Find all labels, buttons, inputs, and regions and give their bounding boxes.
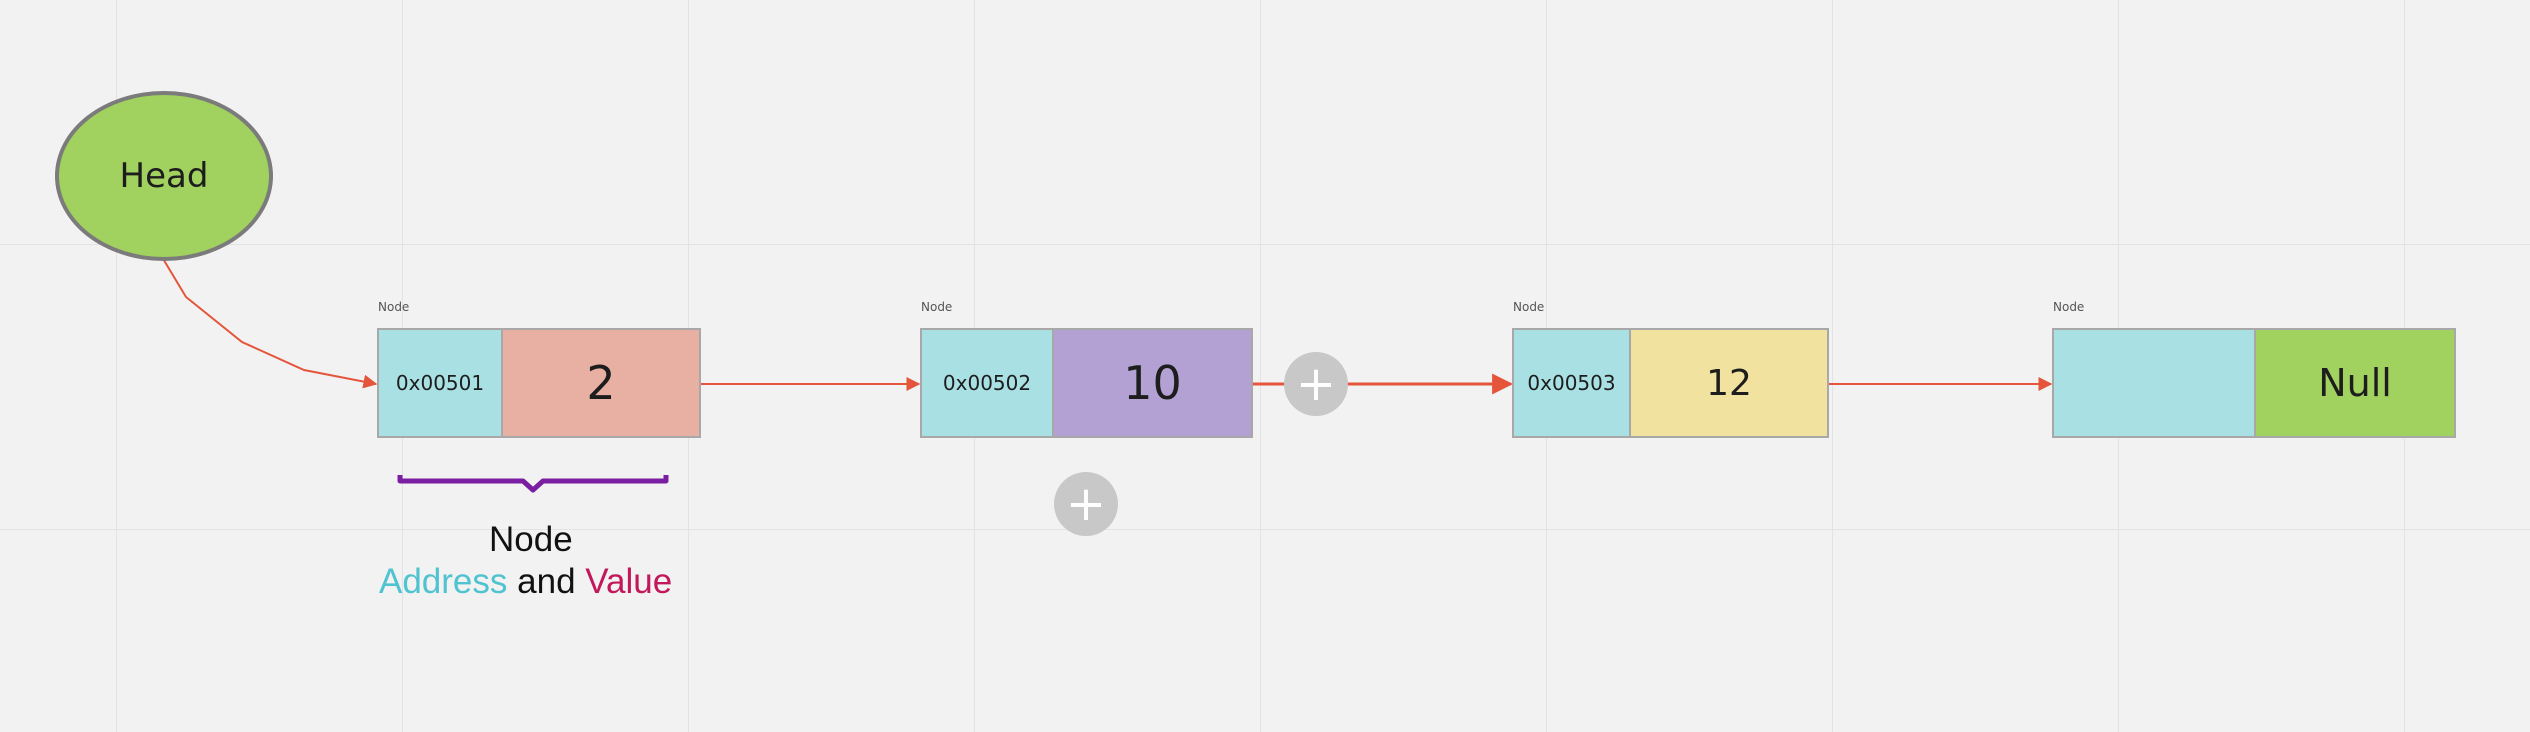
node-address-cell: 0x00503 — [1514, 330, 1631, 436]
node-value-cell: 12 — [1631, 330, 1827, 436]
list-node-2[interactable]: 0x00502 10 — [920, 328, 1253, 438]
legend-subtitle: Address and Value — [379, 562, 672, 602]
node-address-cell: 0x00501 — [379, 330, 503, 436]
node-address-cell — [2054, 330, 2256, 436]
grid-line — [1260, 0, 1261, 732]
legend-connector-word: and — [517, 562, 576, 601]
plus-icon: + — [1065, 476, 1107, 532]
node-caption: Node — [921, 300, 953, 314]
node-caption: Node — [378, 300, 410, 314]
legend-address-word: Address — [379, 562, 508, 601]
node-caption: Node — [1513, 300, 1545, 314]
add-node-button[interactable]: + — [1284, 352, 1348, 416]
grid-line — [1832, 0, 1833, 732]
head-pointer-arrow[interactable] — [161, 256, 378, 389]
head-label: Head — [119, 156, 209, 196]
legend-brace — [397, 475, 669, 493]
plus-icon: + — [1295, 356, 1337, 412]
node-caption: Node — [2053, 300, 2085, 314]
grid-line — [0, 244, 2530, 245]
node-value-cell: 10 — [1054, 330, 1251, 436]
head-node[interactable]: Head — [55, 91, 273, 261]
grid-line — [116, 0, 117, 732]
add-node-button[interactable]: + — [1054, 472, 1118, 536]
legend-value-word: Value — [585, 562, 673, 601]
legend-title: Node — [489, 520, 573, 559]
list-node-1[interactable]: 0x00501 2 — [377, 328, 701, 438]
list-node-4[interactable]: Null — [2052, 328, 2456, 438]
node-value-cell: Null — [2256, 330, 2454, 436]
node-value-cell: 2 — [503, 330, 699, 436]
node-address-cell: 0x00502 — [922, 330, 1054, 436]
list-node-3[interactable]: 0x00503 12 — [1512, 328, 1829, 438]
grid-line — [0, 529, 2530, 530]
